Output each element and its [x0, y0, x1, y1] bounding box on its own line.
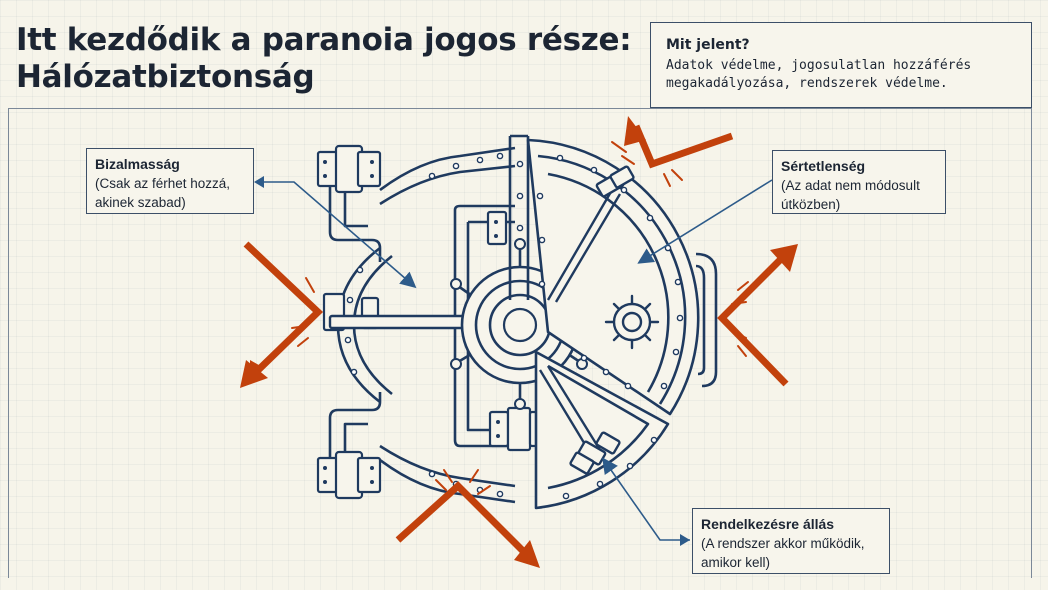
- threat-arrowheads: [240, 116, 798, 568]
- callout-confidentiality-line-1: (Csak az férhet hozzá,: [95, 176, 231, 191]
- callout-pointer-start: [254, 176, 690, 546]
- callout-availability-title: Rendelkezésre állás: [701, 516, 835, 532]
- definition-box: Mit jelent? Adatok védelme, jogosulatlan…: [650, 22, 1032, 108]
- callout-availability: Rendelkezésre állás (A rendszer akkor mű…: [692, 508, 890, 574]
- callout-integrity-line-2: útközben): [781, 197, 841, 212]
- callout-confidentiality-line-2: akinek szabad): [95, 195, 186, 210]
- door-rivets: [516, 154, 684, 500]
- hinge-blocks: [316, 144, 550, 500]
- impact-sparks: [291, 141, 749, 495]
- gear-icon: [604, 294, 660, 350]
- definition-heading: Mit jelent?: [666, 37, 750, 53]
- definition-line-2: megakadályozása, rendszerek védelme.: [666, 76, 948, 91]
- callout-confidentiality-title: Bizalmasság: [95, 156, 180, 172]
- definition-line-1: Adatok védelme, jogosulatlan hozzáférés: [666, 58, 972, 73]
- callout-availability-line-2: amikor kell): [701, 555, 771, 570]
- callout-integrity-title: Sértetlenség: [781, 158, 866, 174]
- hinge-bolts: [323, 160, 541, 484]
- vault-spoke-handles: [450, 238, 588, 410]
- page-title-line-2: Hálózatbiztonság: [16, 59, 315, 95]
- door-bolts: [538, 165, 635, 475]
- callout-integrity: Sértetlenség (Az adat nem módosult útköz…: [772, 150, 946, 214]
- callout-confidentiality: Bizalmasság (Csak az férhet hozzá, akine…: [86, 148, 254, 214]
- callout-integrity-line-1: (Az adat nem módosult: [781, 178, 920, 193]
- page-title-line-1: Itt kezdődik a paranoia jogos része:: [16, 22, 632, 58]
- definition-text: Adatok védelme, jogosulatlan hozzáférés …: [666, 57, 1016, 93]
- callout-availability-line-1: (A rendszer akkor működik,: [701, 536, 865, 551]
- diagram-frame: [8, 108, 1032, 578]
- page-title: Itt kezdődik a paranoia jogos része: Hál…: [16, 22, 632, 96]
